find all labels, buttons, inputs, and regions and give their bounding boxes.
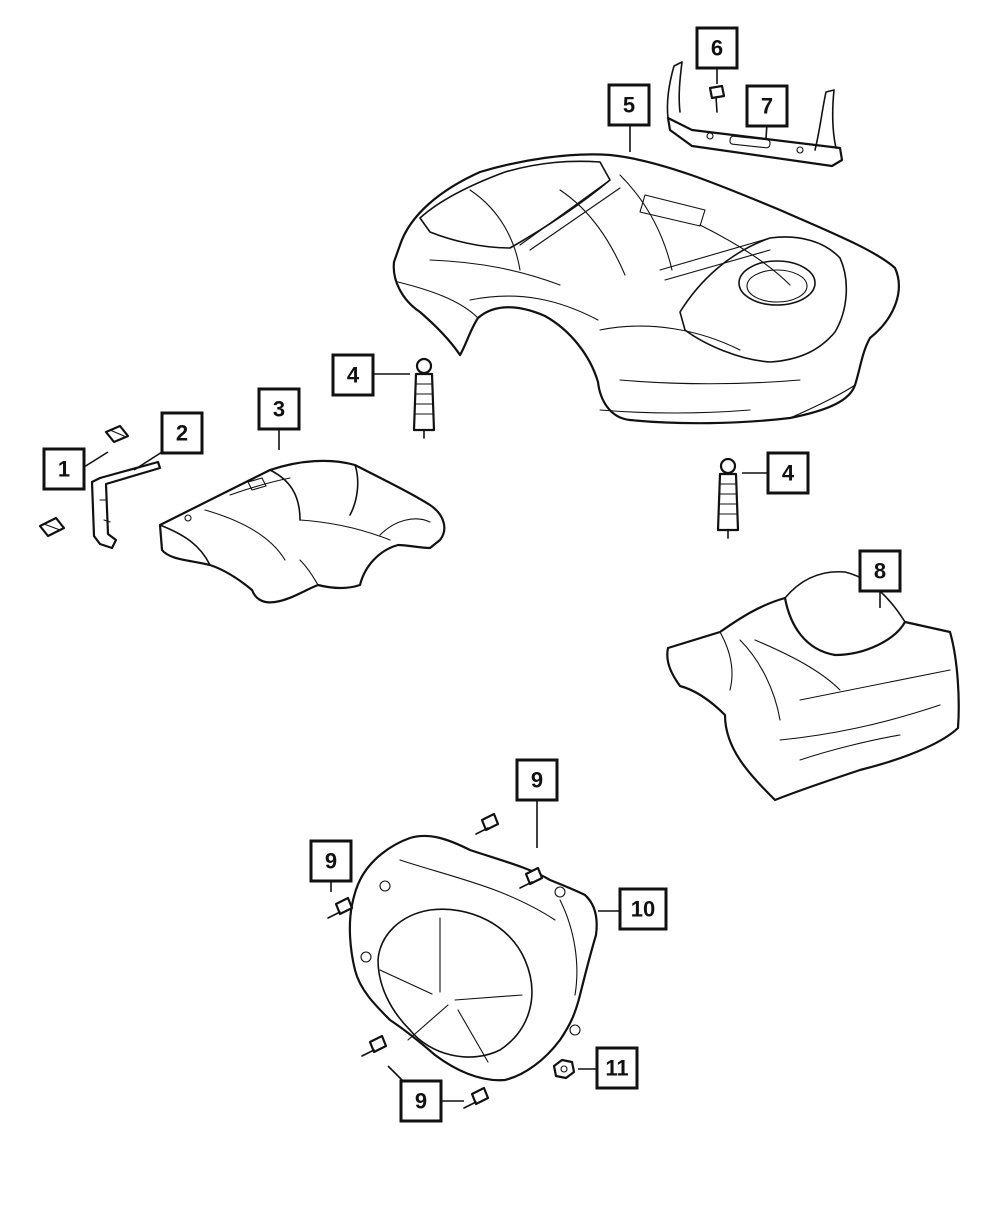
callout-5: 5 xyxy=(607,83,651,127)
callout-9-bottom: 9 xyxy=(399,1079,443,1123)
cover-bracket-part xyxy=(666,61,844,168)
front-cover-part xyxy=(348,834,598,1082)
clip-lower-part xyxy=(38,516,66,538)
callout-8: 8 xyxy=(858,549,902,593)
callout-4-lower: 4 xyxy=(766,451,810,495)
callout-1-label: 1 xyxy=(58,457,70,482)
callout-9-top-label: 9 xyxy=(531,768,543,793)
callout-6-label: 6 xyxy=(711,36,723,61)
callout-5-label: 5 xyxy=(623,93,635,118)
callout-7-label: 7 xyxy=(761,94,773,119)
bolt-part-2 xyxy=(519,866,544,889)
callout-10: 10 xyxy=(618,887,668,931)
clip-upper-part xyxy=(104,424,130,444)
callout-8-label: 8 xyxy=(874,559,886,584)
callout-9-bottom-label: 9 xyxy=(415,1089,427,1114)
callout-1: 1 xyxy=(42,447,86,491)
bolt-part-5 xyxy=(463,1086,490,1109)
nut-part xyxy=(552,1058,576,1080)
callout-4-upper-label: 4 xyxy=(347,363,360,388)
callout-9-left: 9 xyxy=(309,839,353,883)
callout-7: 7 xyxy=(745,84,789,128)
wire-bracket-part xyxy=(90,460,162,550)
grommet-upper-part xyxy=(412,357,436,439)
engine-cover-part xyxy=(392,153,900,425)
grommet-lower-part xyxy=(716,457,740,539)
callout-9-left-label: 9 xyxy=(325,849,337,874)
bolt-part-1 xyxy=(475,812,500,835)
side-cover-part xyxy=(666,570,960,802)
callout-2: 2 xyxy=(160,411,204,455)
callout-4-upper: 4 xyxy=(331,353,375,397)
callout-2-label: 2 xyxy=(176,421,188,446)
callout-9-top: 9 xyxy=(515,758,559,802)
callout-11: 11 xyxy=(595,1046,639,1090)
leader-lines xyxy=(83,66,881,1102)
bracket-bolt-part xyxy=(708,84,726,113)
callout-11-label: 11 xyxy=(605,1056,628,1081)
callout-10-label: 10 xyxy=(631,897,655,922)
bolt-part-4 xyxy=(361,1034,388,1057)
callout-3: 3 xyxy=(257,387,301,431)
callout-4-lower-label: 4 xyxy=(782,461,795,486)
intake-cover-part xyxy=(158,459,446,604)
bolt-part-3 xyxy=(327,896,354,919)
callout-6: 6 xyxy=(695,26,739,70)
callout-3-label: 3 xyxy=(273,397,285,422)
